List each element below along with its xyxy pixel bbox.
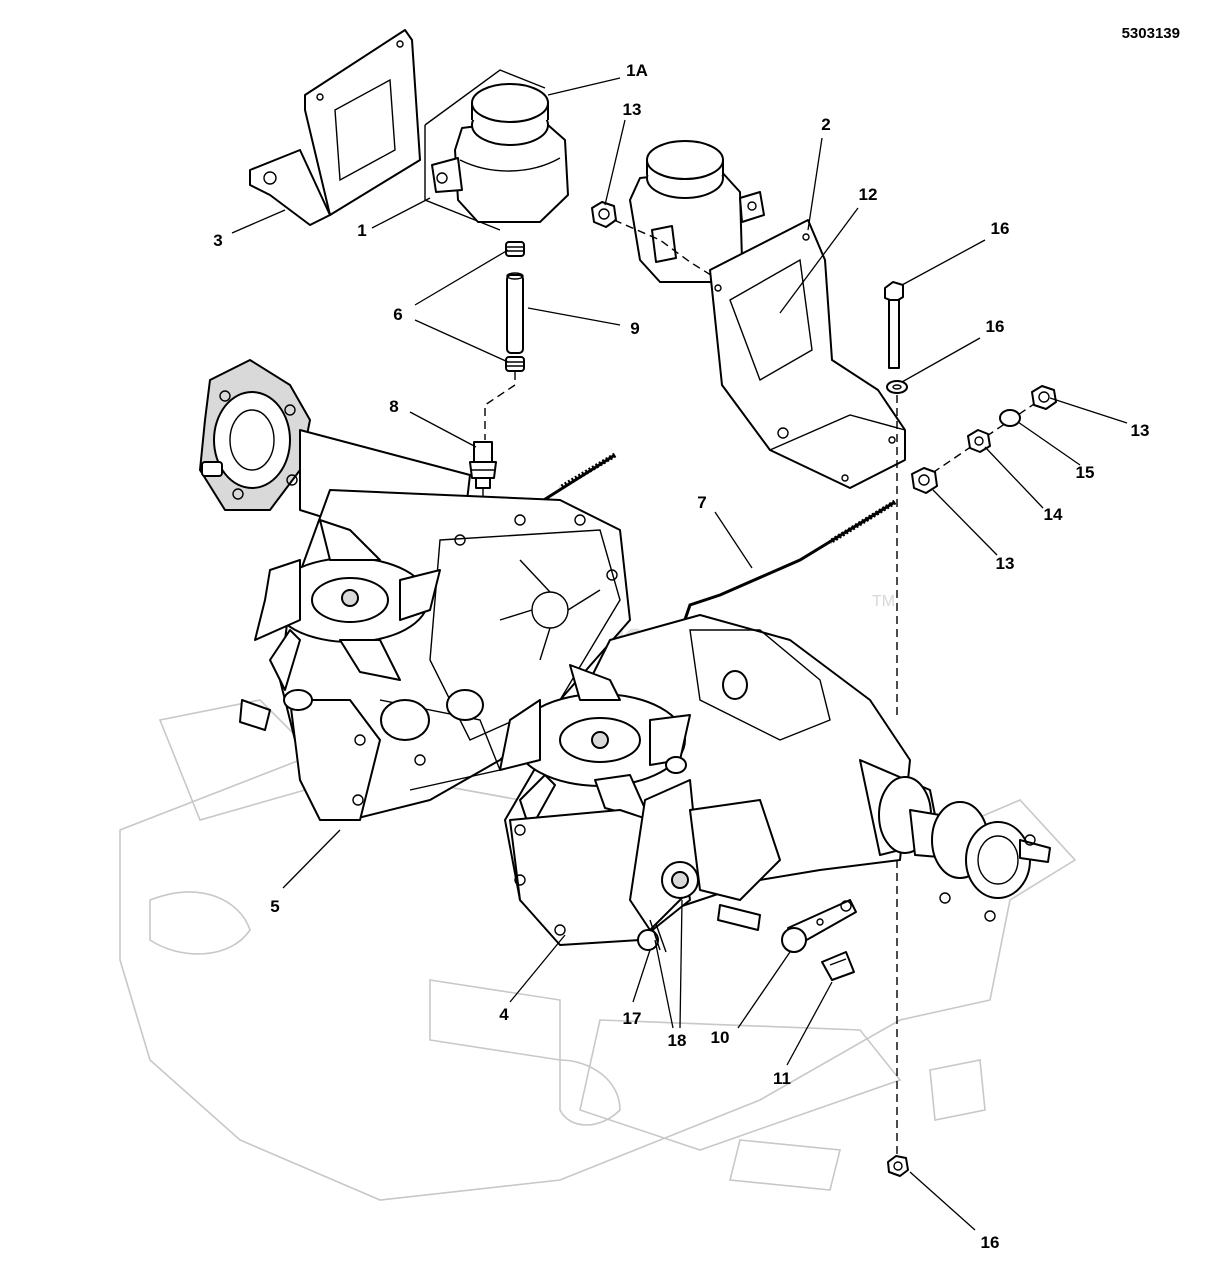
callout-8: 8 (389, 397, 398, 416)
callout-16-top: 16 (991, 219, 1010, 238)
callout-6: 6 (393, 305, 402, 324)
callout-11: 11 (773, 1069, 791, 1088)
callout-4: 4 (499, 1005, 509, 1024)
bracket-right (709, 219, 906, 489)
callout-1: 1 (357, 221, 366, 240)
diagram-reference-number: 5303139 (1122, 25, 1180, 42)
clip (821, 951, 855, 981)
callout-14: 14 (1044, 505, 1063, 524)
bracket-left (249, 29, 421, 226)
callout-2: 2 (821, 115, 830, 134)
fasteners-right (911, 385, 1057, 494)
link-arm (781, 899, 857, 953)
callout-1a: 1A (626, 61, 648, 80)
callout-16-middle: 16 (986, 317, 1005, 336)
hose-assembly (484, 241, 525, 440)
callout-10: 10 (711, 1028, 730, 1047)
watermark-tm: TM (872, 593, 895, 610)
callout-labels: 1A 1 2 3 4 5 6 7 8 9 10 11 12 13 13 13 1… (213, 61, 1149, 1252)
transaxle-right (499, 614, 1051, 953)
bolt-16 (884, 281, 909, 1177)
callout-7: 7 (697, 493, 706, 512)
transaxle-left (199, 359, 631, 821)
nut-upper (591, 201, 617, 228)
callout-3: 3 (213, 231, 222, 250)
leader-lines (231, 77, 1128, 1231)
oil-reservoir-left (424, 69, 569, 231)
callout-13-lower: 13 (996, 554, 1015, 573)
callout-12: 12 (859, 185, 878, 204)
callout-13-upper: 13 (623, 100, 642, 119)
callout-15: 15 (1076, 463, 1095, 482)
callout-18: 18 (668, 1031, 687, 1050)
callout-16-bottom: 16 (981, 1233, 1000, 1252)
callout-13-right: 13 (1131, 421, 1150, 440)
callout-17: 17 (623, 1009, 642, 1028)
fitting (469, 441, 497, 525)
oil-reservoir-right (613, 140, 771, 313)
callout-5: 5 (270, 897, 279, 916)
callout-9: 9 (630, 319, 639, 338)
